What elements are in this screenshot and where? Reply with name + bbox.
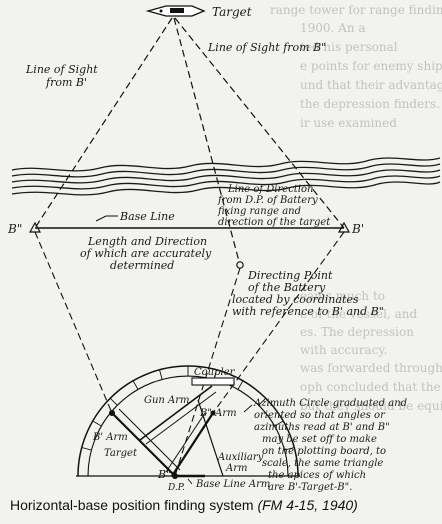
svg-text:oph concluded that the base li: oph concluded that the base line was nec… bbox=[300, 380, 442, 394]
svg-text:but they should be equipped wi: but they should be equipped with the tar… bbox=[300, 399, 442, 413]
target-ship-icon bbox=[145, 5, 206, 17]
svg-text:on the plotting board, to: on the plotting board, to bbox=[262, 446, 386, 457]
board-target-label: Target bbox=[104, 448, 138, 459]
svg-text:scale, the same triangle: scale, the same triangle bbox=[262, 458, 383, 469]
svg-text:with reference to B' and B": with reference to B' and B" bbox=[232, 305, 384, 318]
auxiliary-arm-label-line1: Auxiliary bbox=[217, 452, 264, 463]
svg-text:fixing range and: fixing range and bbox=[217, 206, 301, 217]
plotting-arms bbox=[111, 385, 224, 478]
svg-text:ir use examined: ir use examined bbox=[300, 116, 397, 130]
base-line-label: Base Line bbox=[119, 210, 175, 223]
coupler-label: Coupler bbox=[194, 367, 236, 378]
station-b2-label: B" bbox=[7, 222, 22, 236]
svg-text:ted his personal: ted his personal bbox=[300, 40, 398, 54]
caption-title: Horizontal-base position finding system bbox=[10, 497, 254, 513]
svg-text:Directing Point: Directing Point bbox=[247, 269, 333, 282]
line-of-sight-from-b2 bbox=[174, 17, 345, 229]
base-line-leader bbox=[95, 215, 118, 222]
b2-arm-label: B" Arm bbox=[199, 408, 237, 419]
azimuth-circle-label: Azimuth Circle graduated and oriented so… bbox=[253, 398, 407, 493]
line-of-sight-from-b1 bbox=[34, 17, 173, 229]
figure-caption: Horizontal-base position finding system … bbox=[10, 497, 440, 513]
shoreline bbox=[11, 157, 441, 196]
line-of-direction bbox=[173, 17, 241, 266]
svg-text:was forwarded through channels: was forwarded through channels to Genera… bbox=[300, 361, 442, 375]
los-b1-label-line2: from B' bbox=[45, 76, 87, 89]
svg-text:oriented so that angles or: oriented so that angles or bbox=[254, 410, 386, 421]
station-b1-label: B' bbox=[351, 222, 364, 236]
svg-text:determined: determined bbox=[110, 259, 174, 272]
svg-text:direction of the target: direction of the target bbox=[218, 217, 331, 228]
svg-text:from D.P. of Battery: from D.P. of Battery bbox=[217, 195, 318, 206]
svg-text:1900. An a: 1900. An a bbox=[300, 21, 366, 35]
svg-text:Azimuth Circle graduated and: Azimuth Circle graduated and bbox=[253, 398, 407, 409]
auxiliary-arm-label-line2: Arm bbox=[225, 463, 247, 474]
directing-point-label: Directing Point of the Battery located b… bbox=[232, 269, 384, 318]
b1-arm-label: B' Arm bbox=[92, 432, 128, 443]
svg-text:Length and Direction: Length and Direction bbox=[87, 235, 207, 248]
svg-text:range tower for range findin: range tower for range findin bbox=[270, 3, 442, 17]
background-page-text: range tower for range findin 1900. An a … bbox=[270, 3, 442, 413]
svg-text:es. The depression: es. The depression bbox=[300, 325, 414, 339]
svg-text:e of the vessel, and: e of the vessel, and bbox=[300, 307, 418, 321]
svg-text:may be set off to make: may be set off to make bbox=[262, 434, 377, 445]
target-label: Target bbox=[212, 5, 252, 19]
svg-text:of the Battery: of the Battery bbox=[248, 281, 326, 294]
board-b2-label: B" bbox=[157, 468, 171, 481]
caption-source: (FM 4-15, 1940) bbox=[257, 497, 358, 513]
svg-text:of which are accurately: of which are accurately bbox=[80, 247, 212, 260]
svg-text:azimuths read at B' and B": azimuths read at B' and B" bbox=[254, 422, 390, 433]
los-b2-label: Line of Sight from B" bbox=[207, 41, 326, 54]
line-of-direction-label: Line of Direction from D.P. of Battery f… bbox=[217, 184, 331, 228]
directing-point-marker bbox=[236, 261, 244, 269]
gun-arm-label: Gun Arm bbox=[144, 395, 190, 406]
base-line-description: Length and Direction of which are accura… bbox=[80, 235, 212, 272]
base-line-arm-label: Base Line Arm bbox=[195, 479, 270, 490]
board-target-point bbox=[210, 410, 216, 416]
coupler bbox=[191, 377, 235, 386]
svg-text:Line of Direction: Line of Direction bbox=[227, 184, 313, 195]
board-b2-pivot bbox=[172, 473, 178, 479]
board-dp-label: D.P. bbox=[167, 483, 185, 493]
svg-text:the depression finders.: the depression finders. bbox=[300, 97, 440, 111]
svg-text:e points for enemy ships. Ho: e points for enemy ships. Ho bbox=[300, 59, 442, 73]
svg-text:eams much to: eams much to bbox=[300, 289, 385, 303]
svg-text:are B'-Target-B".: are B'-Target-B". bbox=[268, 482, 352, 493]
svg-text:the apices of which: the apices of which bbox=[268, 470, 366, 481]
los-b1-label-line1: Line of Sight bbox=[25, 63, 98, 76]
svg-text:with accuracy.: with accuracy. bbox=[300, 343, 387, 357]
board-b1-pivot bbox=[109, 410, 115, 416]
svg-text:und that their advantages outw: und that their advantages outweig bbox=[300, 78, 442, 92]
